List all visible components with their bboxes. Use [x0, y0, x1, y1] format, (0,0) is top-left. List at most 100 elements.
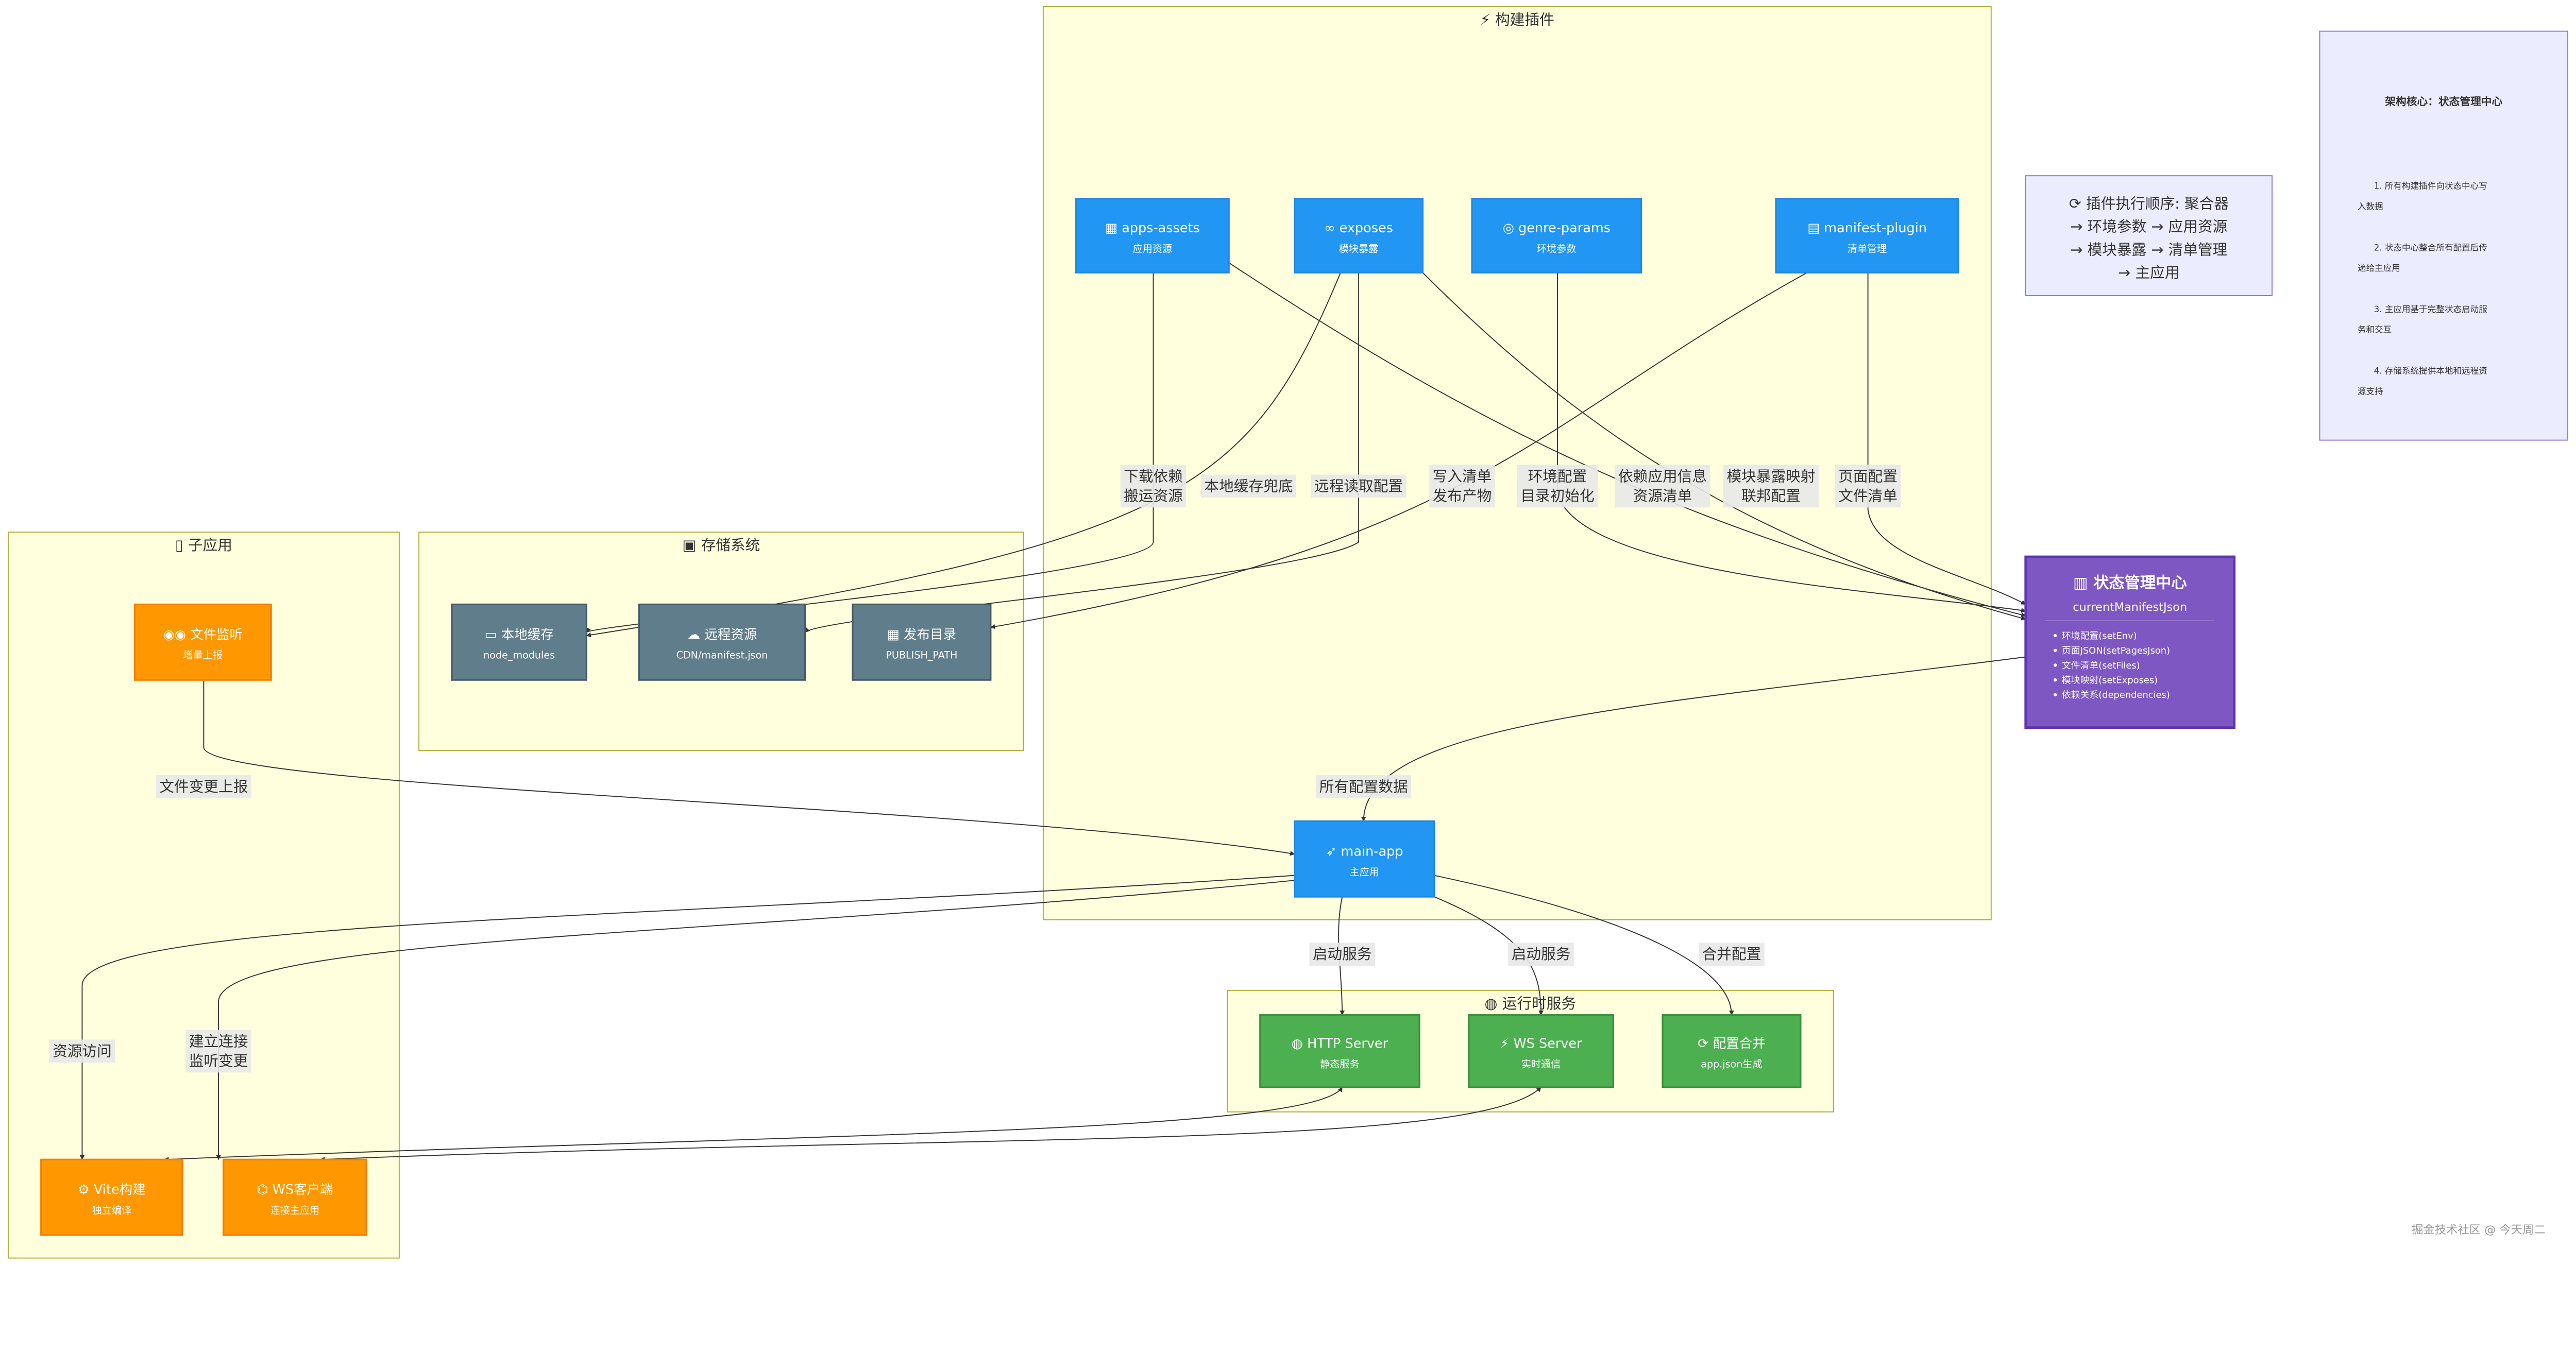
node-title: ▭ 本地缓存 — [485, 627, 554, 642]
node-subtitle: 静态服务 — [1320, 1058, 1360, 1070]
node-box[interactable] — [1471, 198, 1642, 273]
node-title: ◉◉ 文件监听 — [163, 627, 243, 642]
node-title: ▦ apps-assets — [1105, 220, 1200, 236]
state-item: 环境配置(setEnv) — [2062, 630, 2137, 641]
node-title: ⚙ Vite构建 — [78, 1182, 146, 1197]
state-subtitle: currentManifestJson — [2073, 601, 2187, 614]
rocket-icon: ➶ — [1326, 844, 1341, 859]
edge-label-text: 页面配置 — [1838, 467, 1897, 485]
node-title-text: 文件监听 — [190, 627, 243, 642]
node-title: ⚡ WS Server — [1500, 1036, 1582, 1051]
cluster-title: ◍ 运行时服务 — [1485, 995, 1577, 1012]
node-subtitle: node_modules — [483, 649, 555, 661]
node-title: ⟳ 配置合并 — [1698, 1036, 1766, 1051]
node-box[interactable] — [1294, 198, 1424, 273]
edge-label-bg — [1200, 474, 1296, 498]
node-box[interactable] — [1075, 198, 1230, 273]
edge-label: 启动服务 — [1508, 943, 1574, 966]
package-icon: ▦ — [1105, 220, 1122, 236]
note-line: ⟳ 插件执行顺序: 聚合器 — [2069, 195, 2229, 212]
state-item: 依赖关系(dependencies) — [2062, 690, 2170, 700]
edge-label-text: 文件清单 — [1838, 487, 1897, 505]
node-box[interactable] — [1775, 198, 1959, 273]
note-line-text: → 环境参数 → 应用资源 — [2070, 218, 2227, 235]
edge-label-text: 资源访问 — [53, 1042, 112, 1059]
edge-label-bg — [156, 775, 251, 798]
node-box[interactable] — [223, 1158, 367, 1236]
note-title: 架构核心：状态管理中心 — [2385, 95, 2502, 108]
node-subtitle: 环境参数 — [1537, 243, 1577, 254]
plug-icon: ⚡ — [1480, 11, 1495, 28]
node-subtitle: 模块暴露 — [1339, 243, 1379, 254]
edge-label-text: 所有配置数据 — [1319, 778, 1408, 795]
node-subtitle: 独立编译 — [92, 1205, 132, 1217]
edge-ws-server-to-ws-client — [319, 1087, 1541, 1162]
node-box[interactable] — [1662, 1014, 1802, 1088]
node-box[interactable] — [1294, 820, 1435, 898]
state-title: ▥ 状态管理中心 — [2073, 574, 2187, 592]
edge-label-text: 本地缓存兜底 — [1204, 477, 1293, 494]
edge-label: 文件变更上报 — [156, 775, 251, 798]
note-paragraph-line: 源支持 — [2358, 386, 2383, 396]
edge-label-bg — [1120, 465, 1187, 508]
target-icon: ◎ — [1503, 220, 1518, 236]
node-box[interactable] — [40, 1158, 183, 1236]
bullet — [2053, 678, 2057, 682]
node-state-center[interactable]: ▥ 状态管理中心currentManifestJson环境配置(setEnv)页… — [2024, 555, 2236, 729]
node-title: ∞ exposes — [1324, 220, 1393, 236]
edge-label-bg — [1311, 474, 1406, 498]
edge-label-bg — [49, 1039, 115, 1063]
state-item: 文件清单(setFiles) — [2062, 660, 2140, 671]
node-title-text: 本地缓存 — [501, 627, 554, 642]
refresh-icon: ⟳ — [2069, 195, 2086, 212]
edge-label-bg — [1316, 775, 1412, 798]
edge-label-text: 远程读取配置 — [1314, 477, 1403, 494]
node-title-text: apps-assets — [1122, 220, 1200, 236]
node-subtitle: 增量上报 — [183, 649, 223, 661]
node-box[interactable] — [1468, 1014, 1614, 1088]
edge-label-bg — [1429, 465, 1495, 508]
edge-main-app-to-config-merge — [1434, 875, 1734, 1016]
node-box[interactable] — [451, 603, 587, 681]
floppy-disk-icon: ▣ — [682, 536, 701, 554]
cluster-title-text: 运行时服务 — [1502, 995, 1576, 1012]
node-box[interactable] — [852, 603, 992, 681]
node-local-cache[interactable]: ▭ 本地缓存 node_modules — [451, 603, 587, 681]
node-exposes[interactable]: ∞ exposes 模块暴露 — [1294, 198, 1424, 273]
edge-watcher-to-main-app — [203, 680, 1295, 856]
node-title-text: main-app — [1341, 844, 1403, 859]
node-box[interactable] — [2024, 555, 2236, 729]
node-box[interactable] — [133, 603, 272, 681]
edge-label-text: 建立连接 — [189, 1032, 248, 1050]
node-box[interactable] — [1259, 1014, 1420, 1088]
satellite-icon: ⌬ — [257, 1182, 272, 1197]
note-box — [2025, 175, 2273, 296]
node-title-text: HTTP Server — [1307, 1036, 1388, 1051]
node-title: ➶ main-app — [1326, 844, 1403, 859]
edge-apps-assets-to-local-cache — [586, 272, 1154, 633]
edge-label-text: 目录初始化 — [1520, 487, 1594, 505]
cluster-build: ⚡ 构建插件 — [1042, 6, 1992, 920]
note-paragraph-line: 4. 存储系统提供本地和远程资 — [2374, 366, 2487, 375]
edge-label-bg — [1699, 943, 1765, 966]
note-paragraph-line: 递给主应用 — [2358, 263, 2400, 273]
edge-label-bg — [1615, 465, 1710, 508]
edge-exposes-to-remote — [804, 272, 1360, 633]
node-subtitle: CDN/manifest.json — [676, 649, 768, 661]
node-box[interactable] — [638, 603, 806, 681]
